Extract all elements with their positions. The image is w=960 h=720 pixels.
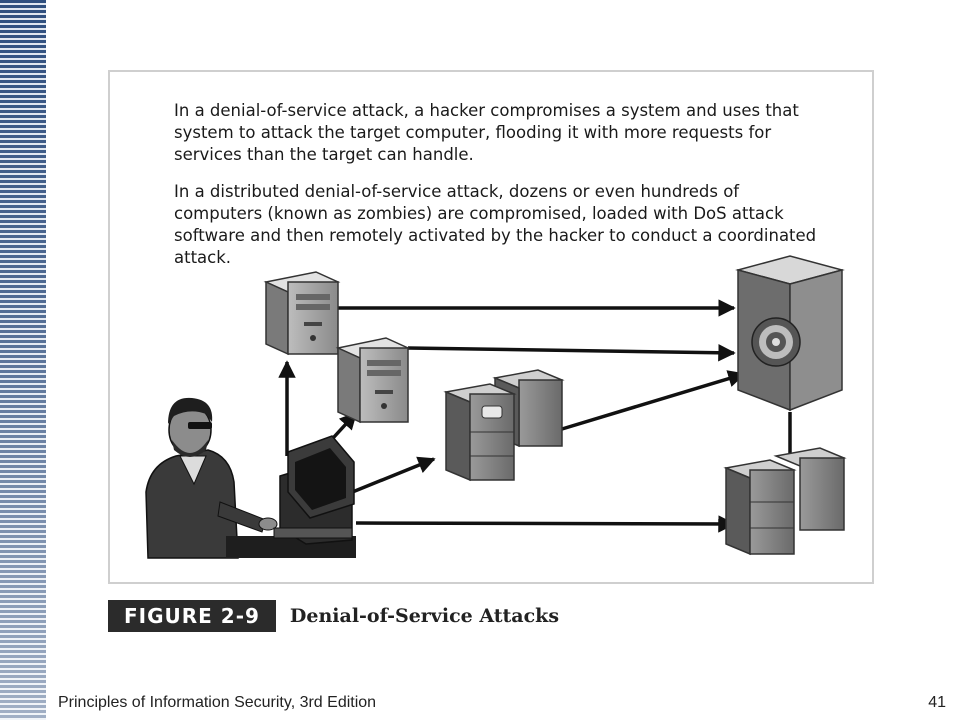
- figure-caption: FIGURE 2-9 Denial-of-Service Attacks: [108, 600, 559, 632]
- footer-book-title: Principles of Information Security, 3rd …: [58, 694, 377, 711]
- zombie-tower-icon: [335, 337, 411, 424]
- page-number: 41: [928, 694, 946, 711]
- zombie-tower-icon: [263, 271, 341, 356]
- workstation-icon: [273, 435, 355, 545]
- ddos-illustration: [145, 255, 847, 559]
- figure-description: In a denial-of-service attack, a hacker …: [174, 100, 824, 284]
- decorative-side-bar: [0, 0, 46, 720]
- target-network-server-icon: [723, 447, 847, 556]
- target-server-icon: [735, 255, 845, 412]
- description-paragraph-ddos: In a distributed denial-of-service attac…: [174, 182, 817, 267]
- zombie-server-icon: [443, 369, 565, 482]
- figure-frame: In a denial-of-service attack, a hacker …: [108, 70, 874, 584]
- target-icon: [751, 317, 801, 367]
- figure-label: FIGURE 2-9: [108, 600, 276, 632]
- description-paragraph-dos: In a denial-of-service attack, a hacker …: [174, 101, 799, 164]
- hacker-figure: [145, 397, 356, 559]
- attack-arrows: [278, 299, 792, 533]
- figure-title: Denial-of-Service Attacks: [289, 605, 560, 627]
